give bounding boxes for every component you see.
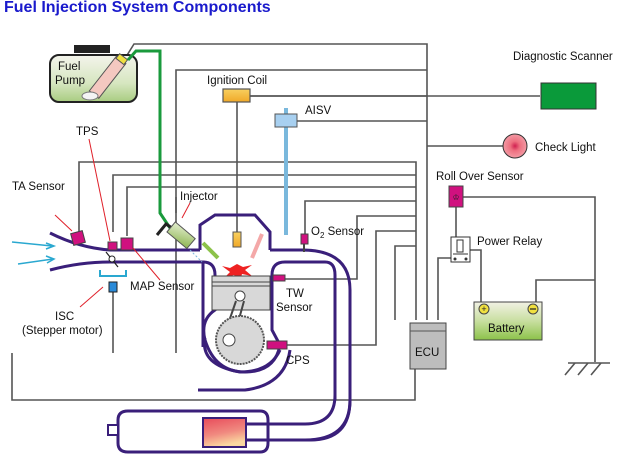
o2-sensor[interactable]: O2 Sensor [300, 226, 364, 252]
ecu[interactable]: ECU [409, 322, 447, 370]
tw-sensor-label-2: Sensor [276, 302, 313, 314]
air-flow-arrow-icon [11, 241, 53, 247]
tps-label: TPS [76, 126, 99, 138]
fuel-pump-label-2: Pump [55, 75, 85, 87]
injector[interactable]: Injector [155, 191, 218, 263]
cps-label: CPS [286, 355, 310, 367]
engine-cylinder [198, 213, 352, 442]
fuel-cap [74, 45, 110, 53]
cps[interactable]: CPS [266, 340, 310, 367]
ta-sensor-label: TA Sensor [12, 181, 65, 193]
isc-stepper-motor[interactable]: ISC (Stepper motor) [22, 270, 127, 337]
fuel-line [126, 49, 172, 229]
ta-sensor[interactable]: TA Sensor [12, 181, 86, 246]
ignition-coil-label: Ignition Coil [207, 75, 267, 87]
diagram-title: Fuel Injection System Components [4, 0, 271, 16]
isc-label-2: (Stepper motor) [22, 325, 103, 337]
wiring-harness [11, 43, 610, 401]
crown-icon: ♔ [452, 193, 459, 202]
fuel-pump-label-1: Fuel [58, 61, 80, 73]
fuel-pump[interactable]: Fuel Pump [49, 45, 138, 103]
map-sensor-label: MAP Sensor [130, 281, 195, 293]
ignition-coil[interactable]: Ignition Coil [207, 75, 267, 103]
ecu-label: ECU [415, 347, 439, 359]
o2-sensor-label: O2 Sensor [311, 226, 364, 240]
map-sensor[interactable]: MAP Sensor [120, 237, 195, 293]
tw-sensor-label-1: TW [286, 288, 304, 300]
diagnostic-scanner[interactable]: Diagnostic Scanner [513, 51, 613, 110]
aisv[interactable]: AISV [274, 105, 332, 235]
catalytic-converter [202, 417, 247, 448]
power-relay-label: Power Relay [477, 236, 542, 248]
tw-sensor[interactable]: TW Sensor [272, 274, 313, 314]
tps[interactable]: TPS [76, 126, 118, 251]
diagnostic-scanner-label: Diagnostic Scanner [513, 51, 613, 63]
power-relay[interactable]: Power Relay [450, 236, 542, 263]
positive-terminal-icon [478, 303, 490, 315]
check-light[interactable]: Check Light [502, 133, 597, 159]
svg-text:+: + [481, 304, 486, 314]
air-flow-arrow-icon [17, 258, 54, 265]
roll-over-sensor-label: Roll Over Sensor [436, 171, 524, 183]
injector-label: Injector [180, 191, 218, 203]
battery[interactable]: + Battery [473, 301, 543, 341]
exhaust-muffler [107, 394, 352, 454]
check-light-label: Check Light [535, 142, 597, 154]
isc-label-1: ISC [55, 311, 74, 323]
aisv-label: AISV [305, 105, 332, 117]
battery-label: Battery [488, 323, 525, 335]
roll-over-sensor[interactable]: ♔ Roll Over Sensor [436, 171, 524, 208]
